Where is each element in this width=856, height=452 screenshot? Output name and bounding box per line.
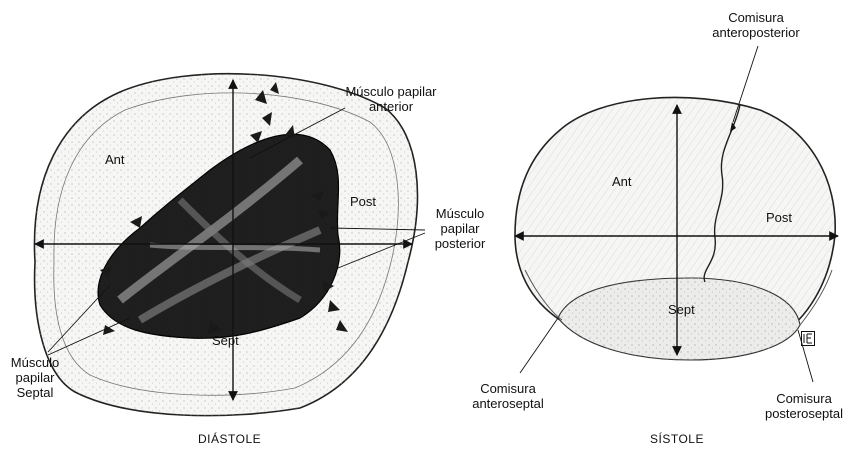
systole-caption: SÍSTOLE bbox=[650, 432, 704, 446]
diastole-view bbox=[34, 74, 425, 416]
label-comisura-anteroseptal: Comisura anteroseptal bbox=[462, 381, 554, 411]
diastole-caption: DIÁSTOLE bbox=[198, 432, 261, 446]
diastole-label-sept: Sept bbox=[212, 333, 239, 348]
label-musculo-papilar-septal: Músculo papilar Septal bbox=[2, 355, 68, 400]
diastole-label-post: Post bbox=[350, 194, 376, 209]
diastole-label-ant: Ant bbox=[105, 152, 125, 167]
systole-label-post: Post bbox=[766, 210, 792, 225]
label-comisura-anteroposterior: Comisura anteroposterior bbox=[700, 10, 812, 40]
leader-comisura-anteroseptal bbox=[520, 318, 558, 373]
systole-label-sept: Sept bbox=[668, 302, 695, 317]
systole-label-ant: Ant bbox=[612, 174, 632, 189]
label-musculo-papilar-anterior: Músculo papilar anterior bbox=[338, 84, 444, 114]
label-comisura-posteroseptal: Comisura posteroseptal bbox=[754, 391, 854, 421]
artist-signature-mark bbox=[801, 331, 815, 346]
label-musculo-papilar-posterior: Músculo papilar posterior bbox=[425, 206, 495, 251]
